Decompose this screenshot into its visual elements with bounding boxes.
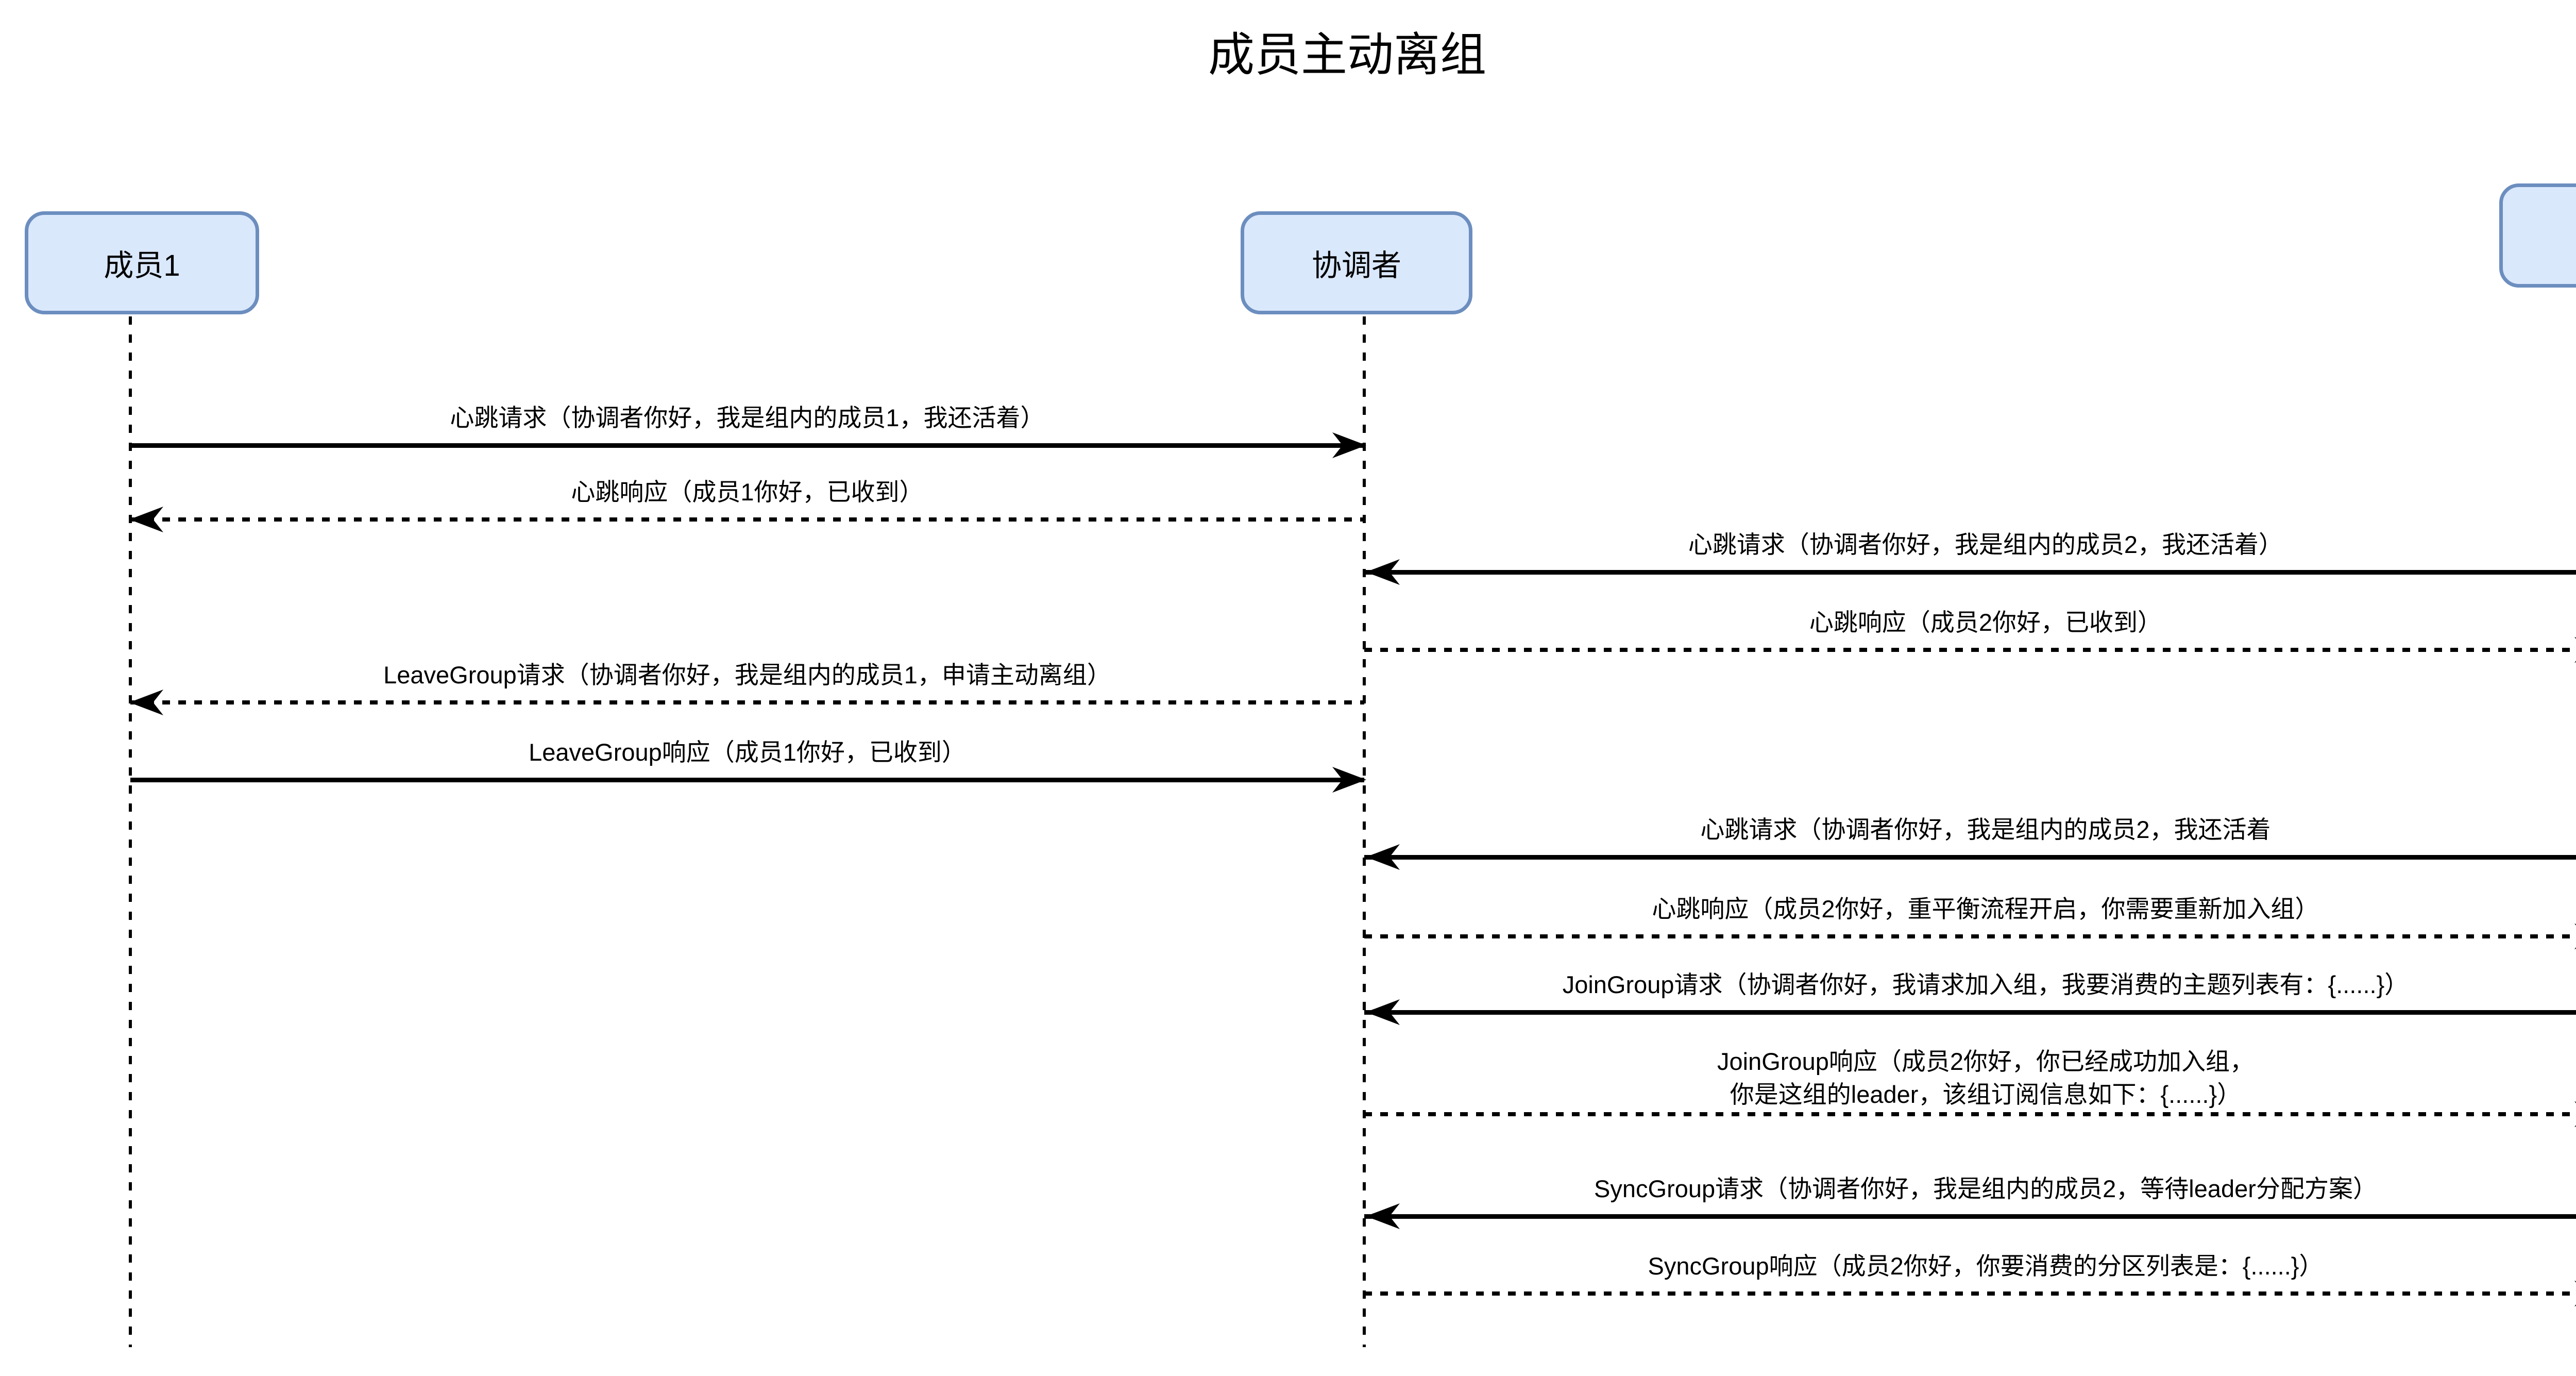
message-3-line	[1364, 570, 2576, 575]
lifeline-member1	[129, 316, 132, 1347]
actor-box-coordinator: 协调者	[1241, 211, 1472, 314]
actor-label-coordinator: 协调者	[1311, 249, 1401, 282]
lifeline-coordinator	[1363, 316, 1366, 1347]
message-12-label: SyncGroup响应（成员2你好，你要消费的分区列表是：{......}）	[1648, 1252, 2324, 1280]
message-12-line	[1364, 1291, 2576, 1296]
message-6-line	[130, 778, 1364, 782]
message-1-line	[130, 443, 1364, 448]
message-10-label: JoinGroup响应（成员2你好，你已经成功加入组， 你是这组的leader，…	[1364, 1045, 2576, 1111]
message-11-label: SyncGroup请求（协调者你好，我是组内的成员2，等待leader分配方案）	[1594, 1175, 2377, 1202]
message-10-label-line2: 你是这组的leader，该组订阅信息如下：{......}）	[1730, 1081, 2242, 1108]
message-6-label: LeaveGroup响应（成员1你好，已收到）	[529, 739, 966, 766]
message-7-line	[1364, 855, 2576, 860]
message-9-label: JoinGroup请求（协调者你好，我请求加入组，我要消费的主题列表有：{...…	[1562, 971, 2409, 998]
message-4-line	[1364, 648, 2576, 652]
message-8-line	[1364, 934, 2576, 938]
message-1-label: 心跳请求（协调者你好，我是组内的成员1，我还活着）	[450, 404, 1045, 431]
message-11-line	[1364, 1214, 2576, 1219]
message-5-line	[130, 700, 1364, 704]
message-10-line	[1364, 1112, 2576, 1116]
actor-box-member2: 成员2	[2499, 183, 2576, 288]
message-4-label: 心跳响应（成员2你好，已收到）	[1809, 609, 2162, 636]
message-9-line	[1364, 1010, 2576, 1015]
message-2-label: 心跳响应（成员1你好，已收到）	[571, 478, 924, 506]
actor-label-member1: 成员1	[104, 249, 180, 282]
actor-box-member1: 成员1	[25, 211, 259, 314]
message-10-label-line1: JoinGroup响应（成员2你好，你已经成功加入组，	[1717, 1048, 2254, 1075]
message-5-label: LeaveGroup请求（协调者你好，我是组内的成员1，申请主动离组）	[383, 661, 1111, 689]
message-7-label: 心跳请求（协调者你好，我是组内的成员2，我还活着	[1700, 816, 2271, 843]
message-8-label: 心跳响应（成员2你好，重平衡流程开启，你需要重新加入组）	[1652, 895, 2319, 922]
diagram-title: 成员主动离组	[1208, 29, 1486, 81]
message-2-line	[130, 517, 1364, 522]
message-3-label: 心跳请求（协调者你好，我是组内的成员2，我还活着）	[1688, 531, 2283, 558]
